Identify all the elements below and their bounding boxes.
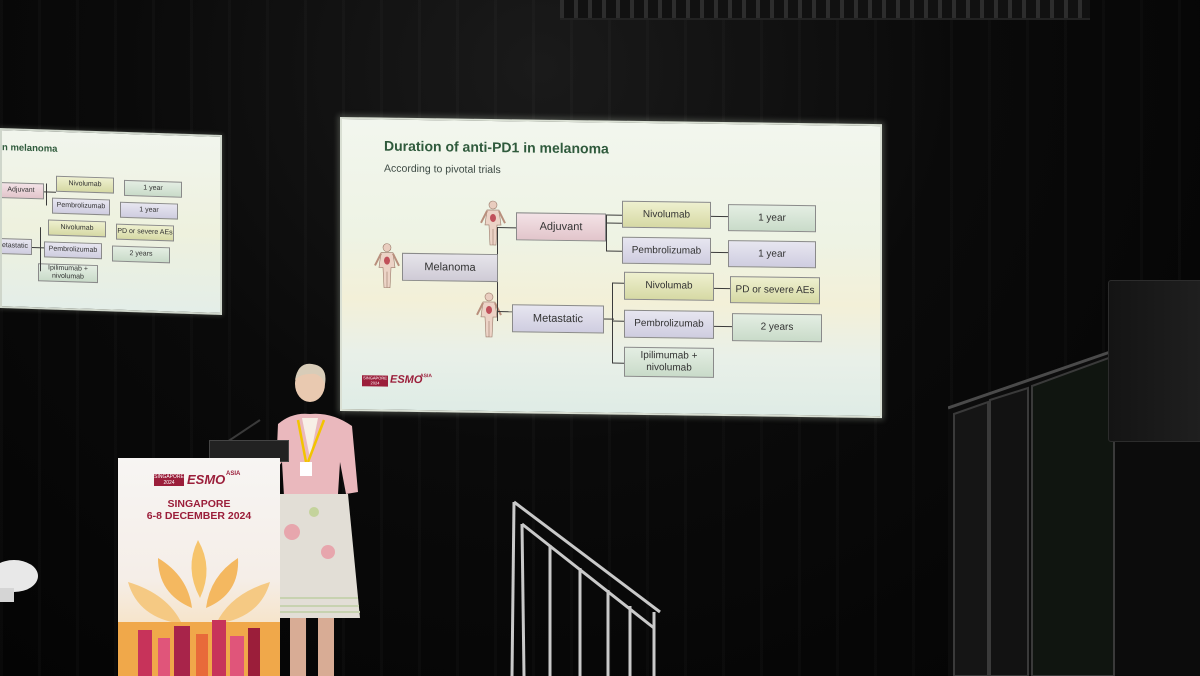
podium-logo-badge: SINGAPORE 2024 xyxy=(154,474,184,486)
node-metastatic-pembrolizumab: Pembrolizumab xyxy=(624,309,714,339)
tree-connector xyxy=(606,222,622,224)
duration-metastatic-nivolumab: PD or severe AEs xyxy=(730,276,820,305)
human-body-figure-icon xyxy=(476,292,502,338)
tree-connector xyxy=(711,215,729,218)
presenter-person xyxy=(266,363,360,676)
logo-asia-text: ASIA xyxy=(420,373,432,380)
esmo-asia-logo: SINGAPORE 2024 ESMO ASIA xyxy=(362,373,438,390)
tree-connector xyxy=(612,282,613,363)
lighting-truss xyxy=(560,0,1090,20)
node-melanoma: Melanoma xyxy=(402,252,498,283)
human-body-figure-icon xyxy=(374,243,400,288)
node-metastatic-nivolumab: Nivolumab xyxy=(624,271,714,301)
tree-connector xyxy=(606,214,622,216)
human-body-figure-icon xyxy=(480,200,506,246)
duration-adjuvant-nivolumab: 1 year xyxy=(728,204,816,233)
tree-connector xyxy=(714,325,732,328)
left-node-met-pembrolizumab: Pembrolizumab xyxy=(44,241,102,260)
podium-logo-asia: ASIA xyxy=(226,471,241,477)
node-adjuvant-nivolumab: Nivolumab xyxy=(622,200,711,229)
left-node-met-ipi-nivo: Ipilimumab + nivolumab xyxy=(38,263,98,284)
tree-connector xyxy=(711,251,729,254)
left-node-met-nivolumab: Nivolumab xyxy=(48,219,106,238)
left-node-metastatic: etastatic xyxy=(0,237,32,256)
left-node-adj-nivolumab: Nivolumab xyxy=(56,175,114,194)
podium: SINGAPORE 2024 ESMO ASIA SINGAPORE 6-8 D… xyxy=(118,458,280,676)
podium-dates-text: 6-8 DECEMBER 2024 xyxy=(146,510,252,522)
tree-connector xyxy=(612,282,624,284)
slide-subtitle: According to pivotal trials xyxy=(384,162,501,177)
duration-adjuvant-pembrolizumab: 1 year xyxy=(728,240,816,269)
tree-connector xyxy=(612,362,624,364)
left-slide-title: n melanoma xyxy=(2,142,58,155)
left-duration-adj-nivo: 1 year xyxy=(124,179,182,198)
left-node-adj-pembrolizumab: Pembrolizumab xyxy=(52,197,110,216)
node-adjuvant-pembrolizumab: Pembrolizumab xyxy=(622,236,711,265)
left-projection-screen: n melanoma Adjuvant etastatic Nivolumab … xyxy=(0,128,222,315)
podium-logo-esmo: ESMO xyxy=(187,472,226,487)
left-duration-met-pembro: 2 years xyxy=(112,245,170,264)
tree-connector xyxy=(606,214,607,251)
lotus-skyline-graphic xyxy=(118,540,280,676)
left-duration-adj-pembro: 1 year xyxy=(120,201,178,220)
tree-connector xyxy=(606,250,622,252)
main-projection-screen: Duration of anti-PD1 in melanoma Accordi… xyxy=(340,117,882,419)
duration-metastatic-pembrolizumab: 2 years xyxy=(732,313,822,343)
node-ipilimumab-nivolumab: Ipilimumab + nivolumab xyxy=(624,346,714,378)
stage-chair xyxy=(0,560,38,602)
node-metastatic: Metastatic xyxy=(512,304,604,334)
left-node-adjuvant: Adjuvant xyxy=(0,181,44,200)
tree-connector xyxy=(714,287,730,290)
logo-esmo-text: ESMO xyxy=(390,373,423,387)
tree-connector xyxy=(612,320,624,322)
podium-esmo-logo: SINGAPORE 2024 ESMO ASIA xyxy=(154,471,250,488)
left-connector xyxy=(46,183,47,206)
node-adjuvant: Adjuvant xyxy=(516,212,606,242)
pa-speaker xyxy=(1108,280,1200,442)
stair-railing xyxy=(510,500,661,676)
left-connector xyxy=(40,227,41,272)
podium-city-text: SINGAPORE xyxy=(167,498,231,510)
left-duration-met-nivo: PD or severe AEs xyxy=(116,223,174,242)
left-connector xyxy=(32,247,44,249)
slide-title: Duration of anti-PD1 in melanoma xyxy=(384,137,609,157)
